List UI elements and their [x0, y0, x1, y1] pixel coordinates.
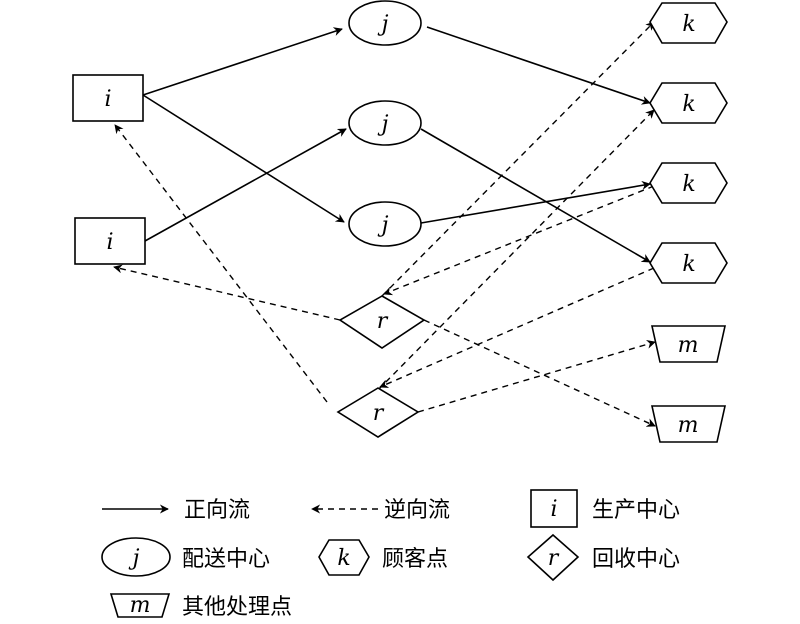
legend-production-letter: i — [550, 497, 557, 522]
legend-processing-symbol — [109, 593, 171, 618]
node-label-r: r — [373, 401, 385, 426]
flow-r1-m2 — [423, 319, 656, 427]
legend-reverse-flow-label: 逆向流 — [384, 498, 450, 523]
legend-recycling-symbol — [526, 533, 580, 582]
node-label-m: m — [678, 333, 699, 358]
legend-recycling-label: 回收中心 — [592, 547, 680, 572]
legend-distribution-symbol — [101, 537, 171, 577]
flow-k4-r2 — [379, 267, 655, 388]
node-label-m: m — [678, 413, 699, 438]
flow-r2-k2 — [377, 109, 655, 391]
flow-i2-j2 — [144, 128, 347, 242]
customer-point-node: k — [649, 242, 728, 284]
flow-r2-i1 — [114, 124, 328, 403]
production-center-node: i — [74, 217, 146, 265]
legend-processing-letter: m — [130, 593, 151, 618]
flow-i1-j3 — [142, 94, 345, 223]
recycling-center-node: r — [338, 295, 426, 349]
production-center-node: i — [72, 74, 144, 122]
processing-point-node: m — [651, 325, 726, 363]
flow-j1-k2 — [426, 26, 651, 105]
legend-customer-symbol — [318, 539, 370, 576]
node-label-k: k — [682, 252, 695, 277]
legend-forward-flow-label: 正向流 — [184, 498, 250, 523]
flow-j2-k4 — [420, 128, 651, 263]
node-label-k: k — [682, 12, 695, 37]
processing-point-node: m — [651, 405, 726, 443]
flow-r2-m1 — [417, 339, 656, 413]
customer-point-node: k — [649, 2, 728, 44]
node-label-r: r — [377, 309, 389, 334]
flow-r1-i2 — [113, 264, 341, 321]
flow-j3-k3 — [420, 180, 651, 224]
legend-customer-letter: k — [337, 546, 350, 571]
legend: 正向流 逆向流 i 生产中心 j 配送中心 k 顾客点 r 回收中心 m 其他处… — [101, 489, 680, 620]
flow-i1-j1 — [142, 27, 343, 96]
customer-point-node: k — [649, 162, 728, 204]
legend-recycling-letter: r — [548, 546, 560, 571]
distribution-center-node: j — [348, 201, 422, 247]
reverse-flows — [113, 21, 656, 427]
flow-r1-k1 — [381, 21, 655, 297]
recycling-center-node: r — [336, 387, 420, 438]
legend-production-symbol — [530, 489, 578, 528]
node-label-i: i — [104, 87, 111, 112]
legend-customer-label: 顾客点 — [382, 547, 448, 572]
forward-flows — [142, 26, 651, 263]
node-label-k: k — [682, 172, 695, 197]
legend-processing-label: 其他处理点 — [182, 595, 292, 620]
flow-k3-r1 — [383, 185, 655, 296]
distribution-center-node: j — [348, 100, 422, 146]
legend-distribution-label: 配送中心 — [182, 547, 270, 572]
node-label-i: i — [106, 230, 113, 255]
node-label-k: k — [682, 92, 695, 117]
distribution-center-node: j — [348, 0, 422, 46]
legend-production-label: 生产中心 — [592, 498, 680, 523]
customer-point-node: k — [649, 82, 728, 124]
